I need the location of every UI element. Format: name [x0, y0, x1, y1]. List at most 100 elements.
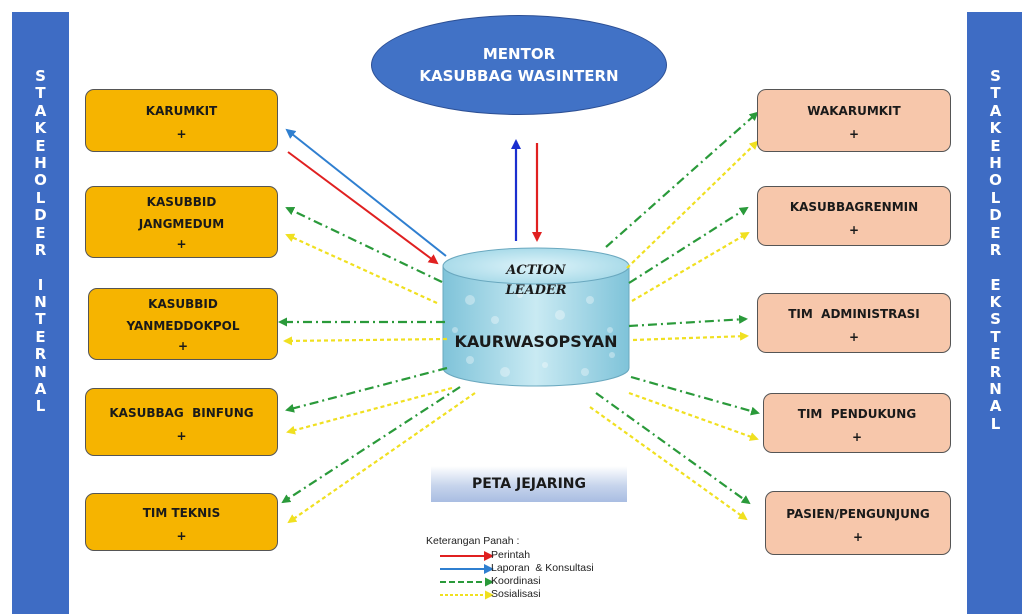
stakeholder-letter: K: [989, 293, 1002, 312]
box-label: YANMEDDOKPOL: [126, 319, 240, 333]
stakeholder-letter: A: [34, 101, 47, 120]
legend-laporan-label: Laporan & Konsultasi: [491, 562, 594, 574]
box-label: KASUBBAGRENMIN: [789, 199, 919, 214]
perintah-arrow-karumkit: [287, 151, 439, 265]
expand-plus: +: [176, 127, 187, 141]
stakeholder-letter: S: [990, 310, 1001, 329]
stakeholder-letter: E: [990, 136, 1001, 155]
stakeholder-letter: E: [990, 223, 1001, 242]
box-label: KASUBBID: [146, 195, 217, 209]
center-name: KAURWASOPSYAN: [454, 332, 618, 351]
stakeholder-letter: R: [989, 362, 1002, 381]
expand-plus: +: [848, 127, 860, 141]
stakeholder-letter: T: [35, 310, 46, 329]
box-renmin: KASUBBAGRENMIN +: [757, 186, 951, 246]
expand-plus: +: [176, 528, 187, 543]
box-label: PASIEN/PENGUNJUNG: [786, 506, 930, 521]
box-pendukung: TIM PENDUKUNG +: [763, 393, 951, 453]
koordinasi-arrow-pasien: [595, 392, 751, 505]
expand-plus: +: [177, 339, 189, 353]
box-label: TIM TEKNIS: [142, 505, 221, 520]
stakeholder-letter: L: [990, 414, 1001, 433]
stakeholder-letter: E: [35, 327, 46, 346]
legend-arrows: [440, 551, 494, 600]
stakeholder-letter: I: [37, 275, 44, 294]
stakeholder-letter: A: [989, 101, 1002, 120]
sosialisasi-arrow-yanmeddokpol: [283, 336, 448, 346]
action-label: ACTION: [506, 263, 566, 278]
box-administrasi: TIM ADMINISTRASI +: [757, 293, 951, 353]
koordinasi-arrow-renmin: [628, 206, 749, 284]
sosialisasi-arrow-wakarumkit: [626, 140, 759, 269]
mentor-title: MENTOR: [482, 45, 556, 63]
stakeholder-letter: N: [34, 362, 47, 381]
sosialisasi-arrow-administrasi: [632, 331, 749, 342]
box-label: WAKARUMKIT: [807, 104, 901, 118]
box-label: JANGMEDUM: [138, 217, 225, 231]
box-pasien: PASIEN/PENGUNJUNG +: [765, 491, 951, 555]
laporan-arrow-karumkit: [285, 128, 447, 257]
box-label: TIM ADMINISTRASI: [788, 306, 920, 321]
stakeholder-letter: N: [989, 380, 1002, 399]
box-wakarumkit: WAKARUMKIT +: [757, 89, 951, 152]
stakeholder-letter: E: [990, 275, 1001, 294]
stakeholder-letter: E: [35, 223, 46, 242]
legend-perintah-label: Perintah: [491, 549, 531, 561]
mentor-ellipse: MENTOR KASUBBAG WASINTERN: [371, 15, 667, 115]
stakeholder-letter: K: [989, 119, 1002, 138]
box-jangmedum: KASUBBID JANGMEDUM +: [85, 186, 278, 258]
stakeholder-letter: T: [990, 84, 1001, 103]
stakeholder-letter: T: [35, 84, 46, 103]
box-yanmeddokpol: KASUBBID YANMEDDOKPOL +: [88, 288, 278, 360]
legend-title: Keterangan Panah :: [426, 535, 520, 547]
stakeholder-letter: L: [990, 188, 1001, 207]
koordinasi-arrow-teknis: [281, 386, 461, 504]
koordinasi-arrow-wakarumkit: [605, 111, 759, 248]
expand-plus: +: [848, 222, 860, 237]
center-cylinder: [442, 247, 630, 387]
box-binfung: KASUBBAG BINFUNG +: [85, 388, 278, 456]
stakeholder-letter: H: [989, 153, 1002, 172]
stakeholder-letter: R: [34, 240, 47, 259]
stakeholder-letter: E: [990, 345, 1001, 364]
stakeholder-letter: O: [989, 171, 1002, 190]
koordinasi-arrow-administrasi: [628, 314, 748, 328]
mentor-subtitle: KASUBBAG WASINTERN: [419, 67, 619, 85]
box-karumkit: KARUMKIT +: [85, 89, 278, 152]
legend-koordinasi-label: Koordinasi: [491, 575, 541, 587]
stakeholder-letter: E: [35, 136, 46, 155]
stakeholder-letter: R: [989, 240, 1002, 259]
box-label: KARUMKIT: [145, 104, 218, 118]
leader-label: LEADER: [505, 283, 567, 298]
stakeholder-letter: N: [34, 293, 47, 312]
sosialisasi-arrow-pendukung: [628, 391, 759, 441]
stakeholder-letter: S: [990, 67, 1001, 85]
box-label: KASUBBAG BINFUNG: [109, 405, 254, 420]
expand-plus: +: [176, 237, 187, 251]
stakeholder-letter: T: [990, 327, 1001, 346]
expand-plus: +: [852, 529, 864, 544]
stakeholder-letter: D: [989, 206, 1002, 225]
stakeholder-letter: A: [34, 380, 47, 399]
stakeholder-letter: K: [34, 119, 47, 138]
center-label: ACTION LEADER: [443, 255, 629, 385]
sosialisasi-arrow-teknis: [287, 392, 476, 524]
box-tim-teknis: TIM TEKNIS +: [85, 493, 278, 551]
stakeholder-letter: L: [35, 397, 46, 416]
stakeholder-letter: O: [34, 171, 47, 190]
stakeholder-letter: H: [34, 153, 47, 172]
stakeholder-letter: A: [989, 397, 1002, 416]
stakeholder-letter: L: [35, 188, 46, 207]
stakeholder-letter: S: [35, 67, 46, 85]
stakeholder-letter: R: [34, 345, 47, 364]
stakeholder-letter: D: [34, 206, 47, 225]
sosialisasi-arrow-binfung: [286, 386, 453, 435]
expand-plus: +: [851, 429, 863, 444]
sosialisasi-arrow-renmin: [631, 231, 750, 302]
expand-plus: +: [176, 428, 187, 443]
koordinasi-arrow-pendukung: [630, 375, 760, 416]
